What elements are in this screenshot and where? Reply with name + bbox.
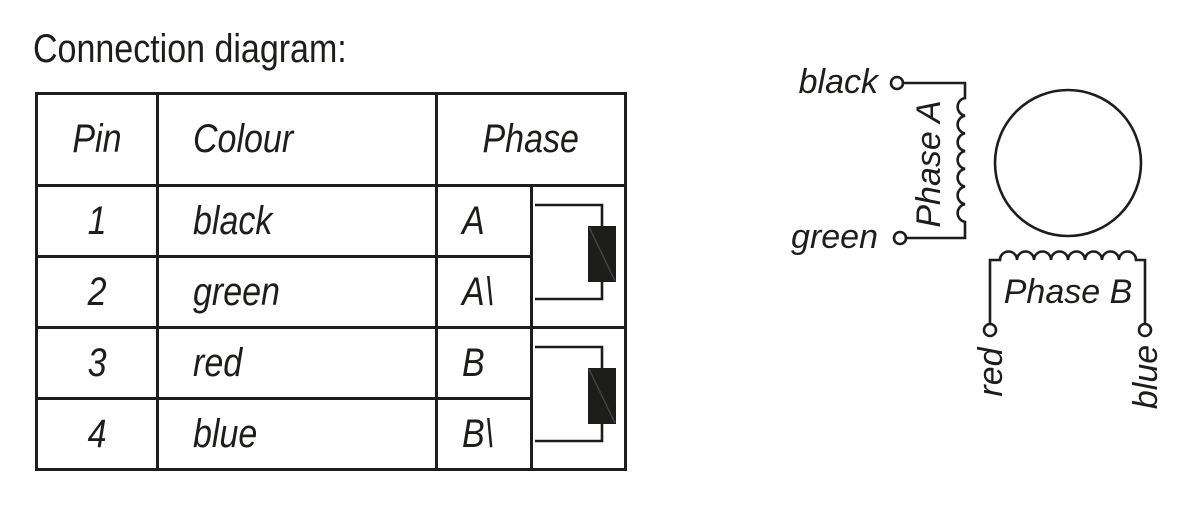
- phase-a-label: Phase A: [910, 100, 948, 227]
- blue-terminal-icon: [1137, 322, 1153, 338]
- phase-b-coil: [988, 250, 1147, 323]
- header-colour: Colour: [156, 92, 438, 187]
- green-terminal-label: green: [791, 218, 878, 256]
- phase-cell: A\: [435, 255, 533, 329]
- phase-a-coil: [904, 81, 967, 240]
- phase-cell: B: [435, 326, 533, 400]
- winding-icon: [534, 345, 616, 442]
- pin-number-cell: 4: [35, 397, 159, 471]
- blue-terminal-label: blue: [1127, 345, 1165, 409]
- header-pin: Pin: [35, 92, 159, 187]
- winding-icon: [534, 203, 616, 300]
- table-row-pin1: 1 black A: [35, 184, 627, 329]
- winding-diagonal: [587, 226, 616, 281]
- red-terminal-label: red: [972, 346, 1010, 396]
- header-phase: Phase: [435, 92, 627, 187]
- phase-cell: A: [435, 184, 533, 258]
- page-title: Connection diagram:: [33, 26, 402, 72]
- pin-number-cell: 1: [35, 184, 159, 258]
- black-terminal-label: black: [799, 63, 880, 101]
- phase-b-winding-symbol: [529, 326, 627, 471]
- winding-diagonal: [587, 368, 616, 423]
- pin-assignment-table: Pin Colour Phase 1 black A: [35, 92, 627, 471]
- page-title-text: Connection diagram:: [33, 27, 347, 71]
- table-header-row: Pin Colour Phase: [35, 92, 627, 187]
- colour-cell: black: [156, 184, 438, 258]
- phase-a-winding-symbol: [529, 184, 627, 329]
- colour-cell: blue: [156, 397, 438, 471]
- table-row-pin2: 2 green A\: [35, 255, 626, 329]
- red-terminal-icon: [982, 322, 998, 338]
- colour-cell: red: [156, 326, 438, 400]
- table-row-pin4: 4 blue B\: [35, 397, 626, 471]
- motor-winding-schematic: black green Phase A Phase B red blue: [791, 63, 1165, 409]
- phase-b-label: Phase B: [1004, 273, 1133, 311]
- pin-number-cell: 3: [35, 326, 159, 400]
- rotor-circle: [993, 88, 1143, 238]
- pin-number-cell: 2: [35, 255, 159, 329]
- colour-cell: green: [156, 255, 438, 329]
- phase-cell: B\: [435, 397, 533, 471]
- table-row-pin3: 3 red B: [35, 326, 627, 471]
- green-terminal-icon: [892, 230, 908, 246]
- black-terminal-icon: [889, 75, 905, 91]
